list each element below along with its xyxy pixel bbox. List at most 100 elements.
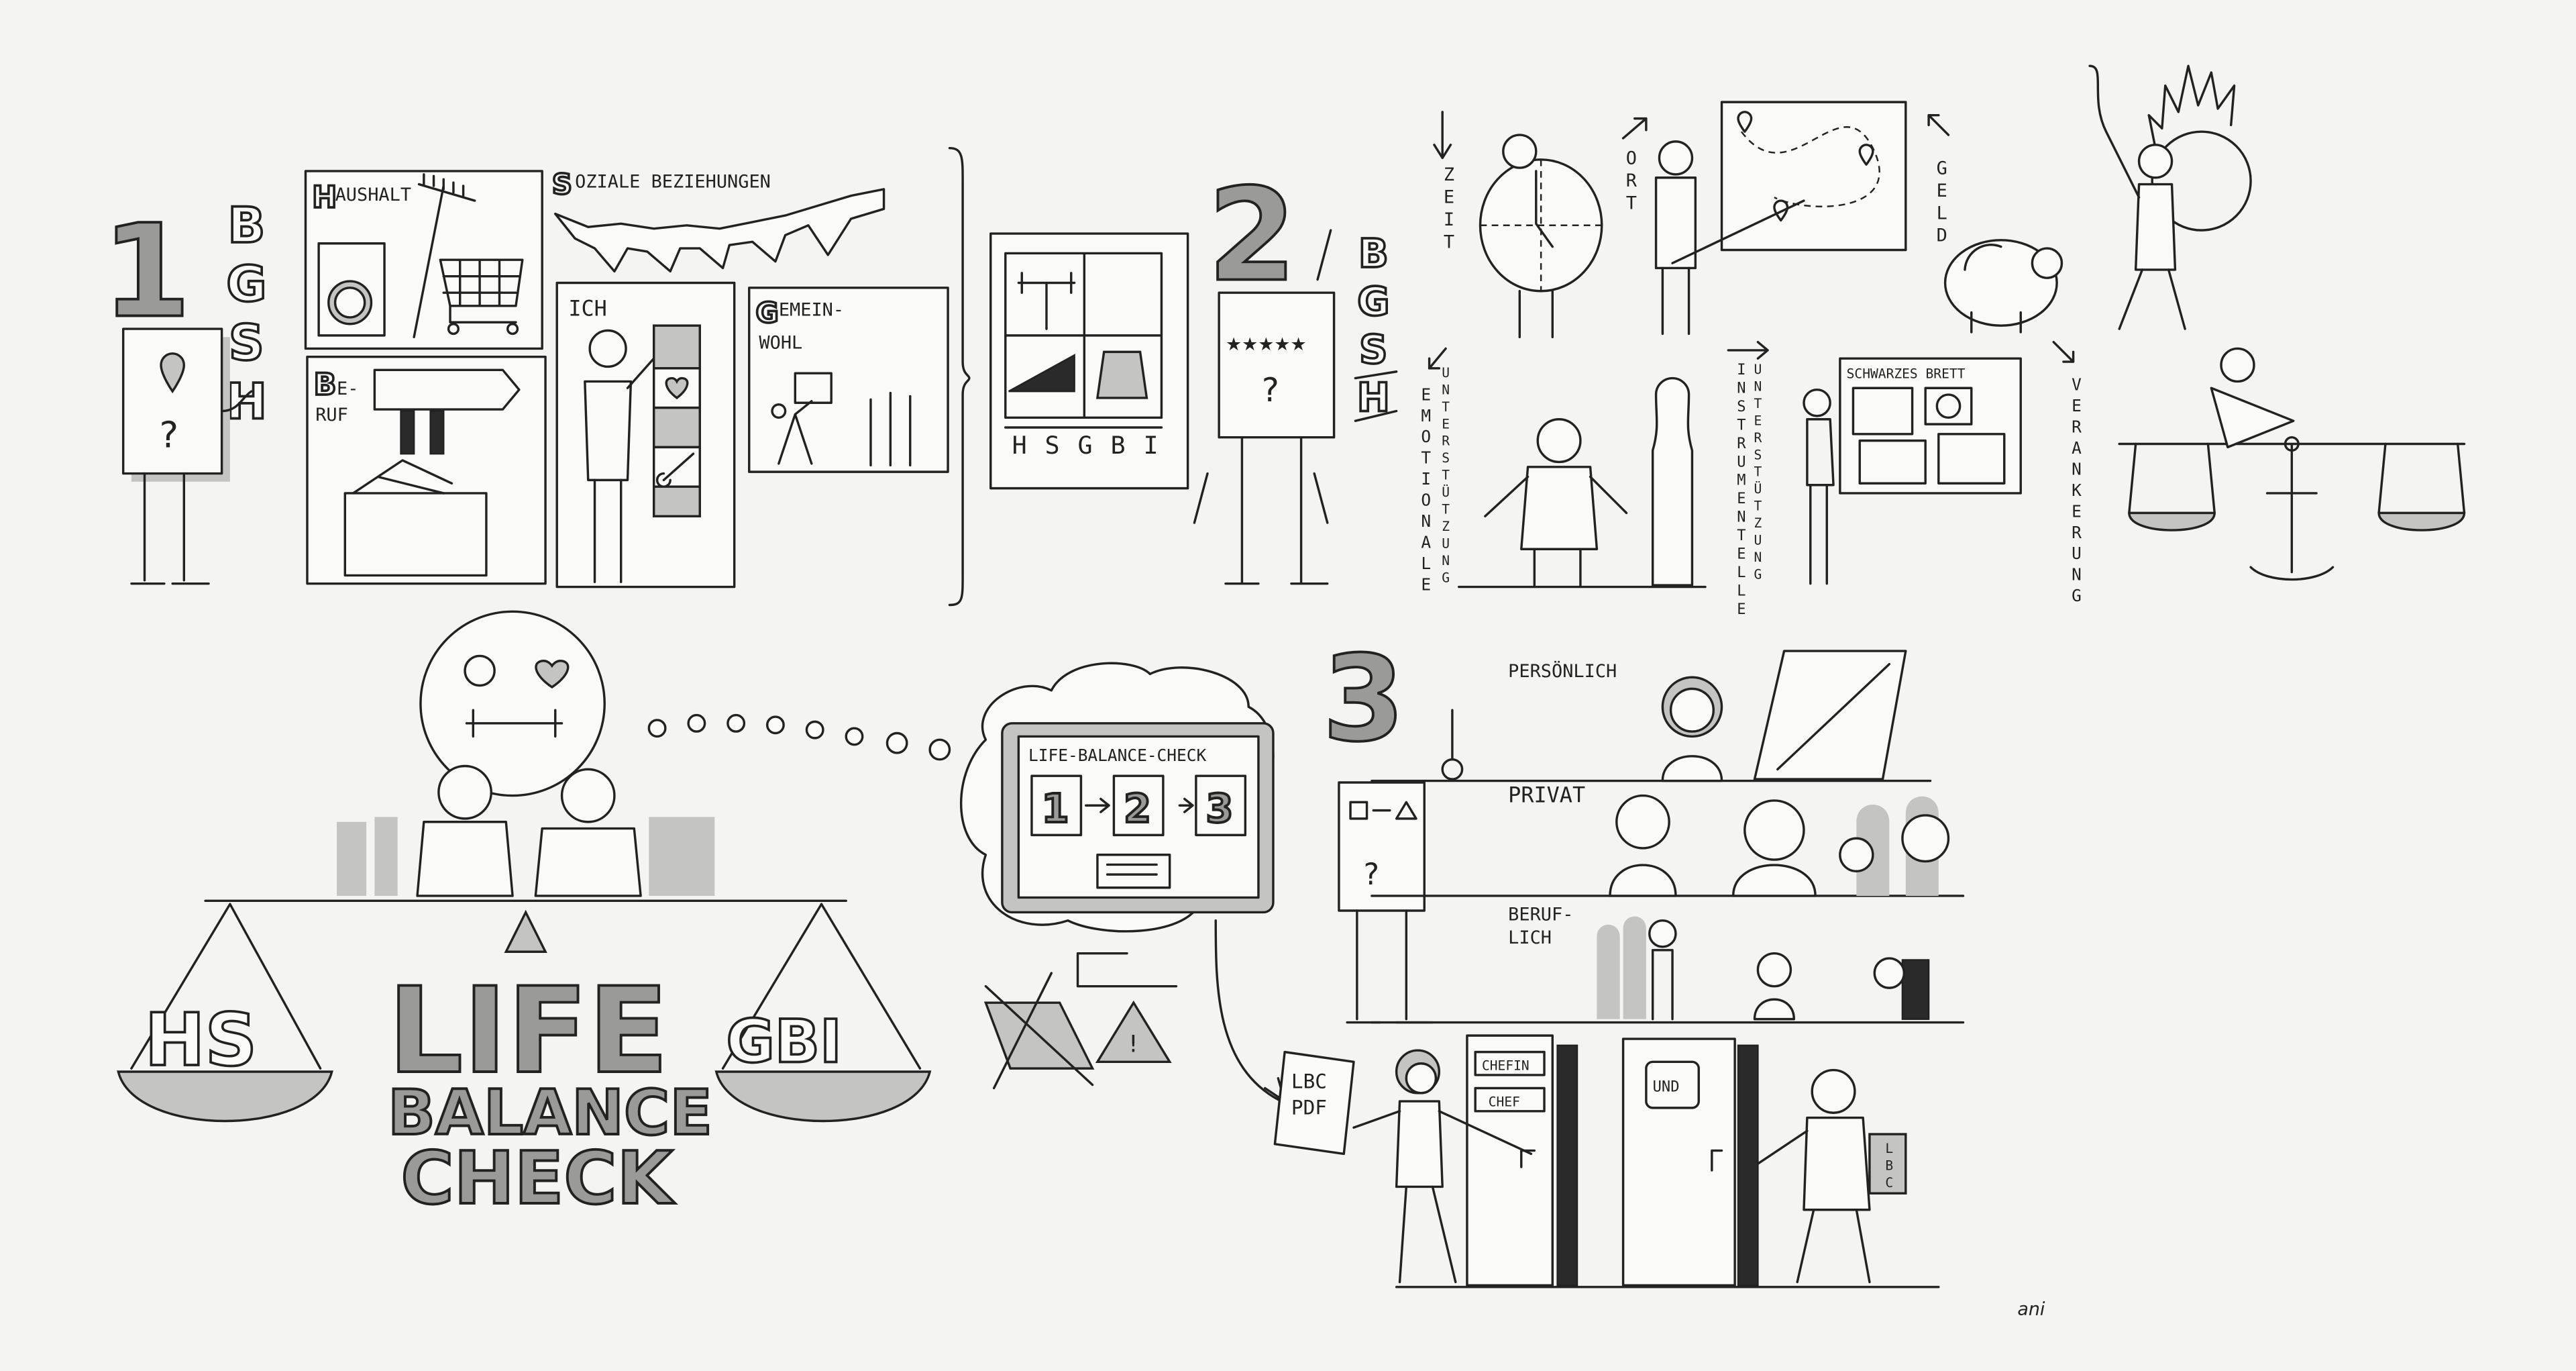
monitor-title: LIFE-BALANCE-CHECK <box>1028 746 1206 765</box>
info-icon <box>1935 393 1962 419</box>
board-letters: H S G B I <box>1012 431 1159 460</box>
title-life: LIFE <box>388 962 669 1100</box>
warning-mark: ! <box>1128 1031 1138 1058</box>
label-emotionale: EMOTIONALE <box>1416 385 1436 596</box>
card-stars: ★★★★★ <box>1226 334 1307 355</box>
left-pan-label: HS <box>145 999 258 1082</box>
woman-jumping-through-fire-ring <box>2088 64 2252 330</box>
panel-ich: ICH <box>555 281 736 589</box>
door-sign-chefin: CHEFIN <box>1482 1058 1529 1074</box>
arrow-down-icon <box>1433 111 1452 160</box>
beruflich-scene <box>1597 916 1930 1021</box>
shopping-cart-icon <box>439 258 524 336</box>
title-balance: BALANCE <box>388 1076 712 1149</box>
barbell-icon <box>465 709 564 738</box>
person-with-card-1: ? <box>121 327 253 585</box>
level-beruflich-1: BERUF- <box>1508 905 1573 925</box>
flames-icon <box>2147 64 2236 150</box>
soziale-initial: S <box>552 168 572 201</box>
life-balance-scale: HS GBI LIFE BALANCE CHECK <box>117 610 951 1222</box>
section-2-letters: BGSH <box>1350 230 1397 422</box>
barbell-icon <box>1017 272 1076 330</box>
panel-beruf: B E- RUF <box>306 355 547 585</box>
scale-pivot-triangle <box>504 909 547 953</box>
kettlebell-icon <box>1095 350 1148 399</box>
card-question-mark: ? <box>160 413 179 456</box>
thought-bubble <box>419 610 606 797</box>
schwarzes-brett-board: SCHWARZES BRETT <box>1803 357 2022 585</box>
arrow-down-left-icon <box>1428 347 1447 370</box>
board-letter-h: H <box>1012 431 1027 460</box>
left-door[interactable]: CHEFIN CHEF <box>1466 1034 1578 1287</box>
section-1-number: 1 <box>102 197 191 346</box>
anchored-scale <box>2118 347 2466 581</box>
clock-icon <box>1535 170 1554 248</box>
gemeinwohl-label-1: EMEIN- <box>779 299 844 320</box>
left-scale-pan <box>117 1070 333 1123</box>
arrow-right-icon <box>1727 340 1769 360</box>
card-question-mark: ? <box>1364 858 1379 892</box>
arrow-down-right-icon <box>2052 340 2075 363</box>
document-line-1: LBC <box>1291 1070 1327 1093</box>
section-3-number: 3 <box>1322 629 1405 768</box>
man-with-binder: LBC <box>1756 1068 1907 1284</box>
panel-gemeinwohl: G EMEIN- WOHL <box>748 287 949 473</box>
board-letter-i: I <box>1143 431 1158 460</box>
paper-chain-people-icon <box>554 188 885 273</box>
hsgbi-board: H S G B I <box>989 232 1189 490</box>
level-privat: PRIVAT <box>1508 782 1585 807</box>
level-beruflich-2: LICH <box>1508 927 1552 948</box>
section-3: 3 ? PERSÖNLICH PRIVAT BERUF- LICH <box>1321 628 1965 1288</box>
doors-scene: CHEFIN CHEF UND LBC <box>1352 1034 1940 1288</box>
privat-scene <box>1609 794 1950 897</box>
step-3: 3 <box>1206 785 1234 831</box>
gift-icon <box>794 372 833 404</box>
section-bracket <box>948 146 971 607</box>
location-pin-icon <box>160 352 186 394</box>
warning-triangle-icon <box>1095 1000 1172 1064</box>
door-handle-icon[interactable] <box>1520 1149 1536 1168</box>
label-geld: GELD <box>1931 158 1952 248</box>
right-scale-pan <box>714 1070 932 1123</box>
artist-signature: ani <box>2017 1299 2045 1319</box>
woman-figure <box>584 329 655 583</box>
person-with-map <box>1654 101 1907 336</box>
gemeinwohl-label-2: WOHL <box>759 332 802 353</box>
guitar-icon <box>655 452 695 488</box>
card-question-mark: ? <box>1262 371 1279 409</box>
beruf-initial: B <box>314 368 337 402</box>
panel-soziale-beziehungen: S OZIALE BEZIEHUNGEN <box>551 166 885 273</box>
arrows-pointing-in <box>1193 229 1398 524</box>
section-1: 1 BGSH ? H AUSHALT B E- <box>101 146 971 607</box>
binoculars-icon <box>400 410 445 455</box>
door-handle-icon[interactable] <box>1711 1149 1723 1172</box>
haushalt-initial: H <box>312 181 337 215</box>
rake-icon <box>413 173 476 339</box>
arrow-up-left-icon <box>1927 113 1950 136</box>
label-verankerung: VERANKERUNG <box>2067 375 2086 607</box>
label-ort: ORT <box>1621 148 1642 215</box>
couple-holding-hands <box>1457 376 1707 589</box>
gemeinwohl-initial: G <box>756 296 779 329</box>
beruf-label-2: RUF <box>315 405 348 425</box>
section-2: H S G B I 2 BGSH ★★★★★ ? ZEIT ORT <box>989 64 2466 619</box>
persoenlich-scene <box>1661 650 1907 782</box>
document-line-2: PDF <box>1291 1097 1327 1119</box>
right-pan-label: GBI <box>726 1007 841 1076</box>
arrow-up-right-icon <box>1621 117 1648 140</box>
door-sign-und: UND <box>1653 1078 1680 1095</box>
step-1: 1 <box>1042 785 1069 831</box>
title-check: CHECK <box>401 1137 676 1221</box>
schwarzes-brett-label: SCHWARZES BRETT <box>1847 366 1966 382</box>
activity-column <box>652 324 701 517</box>
soziale-label: OZIALE BEZIEHUNGEN <box>575 171 771 192</box>
crowd-of-people <box>337 764 715 897</box>
location-pin-icon <box>1737 111 1874 222</box>
right-door[interactable]: UND <box>1621 1037 1759 1287</box>
board-letter-b: B <box>1111 431 1126 460</box>
piggy-bank-icon <box>1943 239 2063 334</box>
panel-haushalt: H AUSHALT <box>304 170 543 350</box>
label-instrumentelle-2: UNTERSTÜTZUNG <box>1750 362 1766 584</box>
level-persoenlich: PERSÖNLICH <box>1508 660 1617 682</box>
